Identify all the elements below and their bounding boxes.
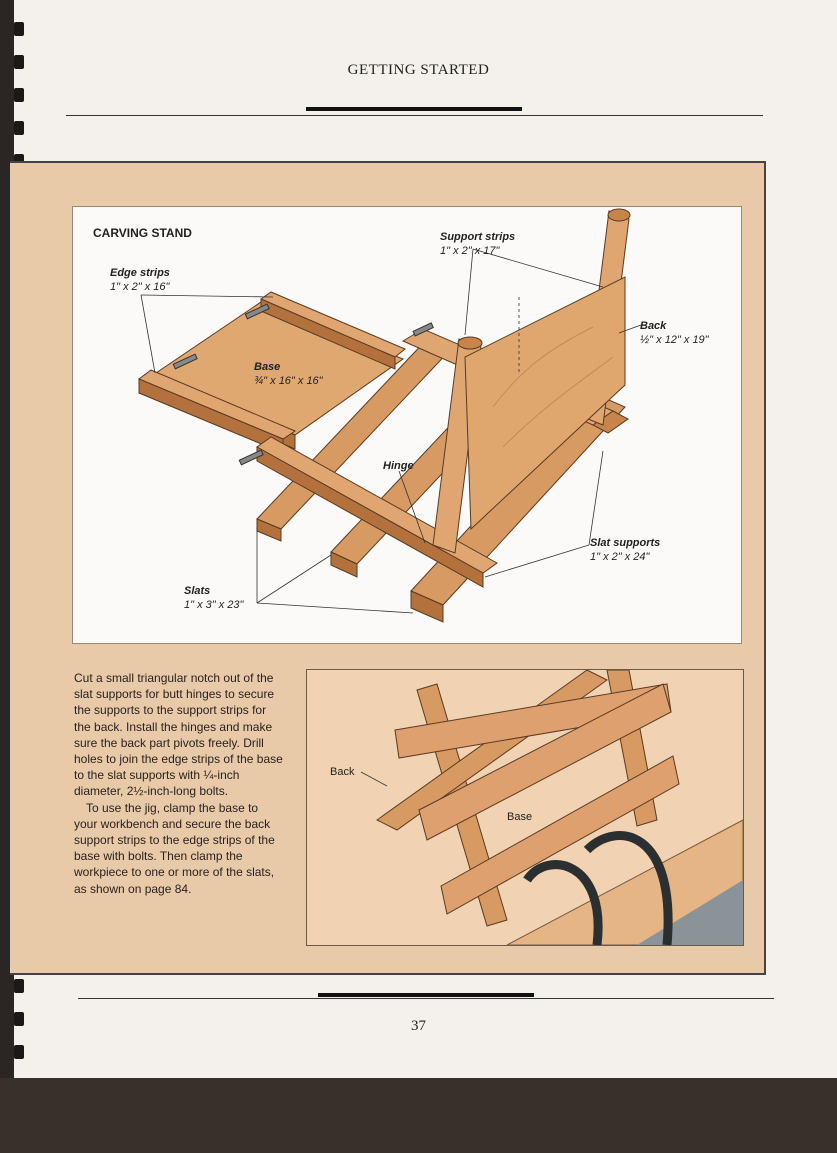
back-panel [464, 276, 626, 531]
caption-paragraph-1: Cut a small triangular notch out of the … [74, 671, 283, 799]
running-header: GETTING STARTED [347, 62, 490, 78]
label-slat-supports-dims: 1" x 2" x 24" [590, 551, 650, 563]
carving-stand-illustration: CARVING STAND [72, 206, 742, 644]
caption-text: Cut a small triangular notch out of the … [74, 670, 284, 897]
label-edge-strips: Edge strips [110, 267, 170, 279]
photo-label-back: Back [330, 766, 355, 778]
header-rule [66, 115, 763, 116]
label-hinge: Hinge [383, 460, 414, 472]
bolts [172, 303, 434, 466]
binding-hole [14, 88, 24, 102]
label-edge-strips-dims: 1" x 2" x 16" [110, 281, 170, 293]
label-support-strips: Support strips [440, 231, 516, 243]
binding-hole [14, 22, 24, 36]
footer-accent-bar [318, 993, 534, 997]
label-back: Back [640, 320, 667, 332]
binding-hole [14, 1045, 24, 1059]
page-number: 37 [411, 1018, 426, 1034]
label-support-strips-dims: 1" x 2" x 17" [440, 245, 500, 257]
leader-lines [140, 248, 642, 614]
clamps [523, 831, 673, 945]
binding-hole [14, 1012, 24, 1026]
in-use-illustration: Back Base [306, 669, 744, 946]
label-slats-dims: 1" x 3" x 23" [184, 599, 244, 611]
base-slats [418, 683, 680, 915]
in-use-drawing [307, 670, 743, 945]
carving-stand-drawing [138, 208, 642, 623]
caption-paragraph-2: To use the jig, clamp the base to your w… [74, 800, 275, 896]
background-shadow [0, 1078, 837, 1153]
binding-hole [14, 979, 24, 993]
photo-leader-lines [360, 771, 388, 787]
label-back-dims: ½" x 12" x 19" [640, 334, 709, 346]
binding-hole [14, 55, 24, 69]
figure-title: CARVING STAND [93, 226, 192, 240]
photo-label-base: Base [507, 811, 533, 823]
label-slat-supports: Slat supports [590, 537, 661, 549]
label-base-dims: ¾" x 16" x 16" [254, 375, 323, 387]
label-base: Base [254, 361, 281, 373]
label-slats: Slats [184, 585, 211, 597]
footer-rule [78, 998, 774, 999]
header-accent-bar [306, 107, 522, 111]
binding-hole [14, 121, 24, 135]
edge-strip-back [259, 291, 406, 370]
